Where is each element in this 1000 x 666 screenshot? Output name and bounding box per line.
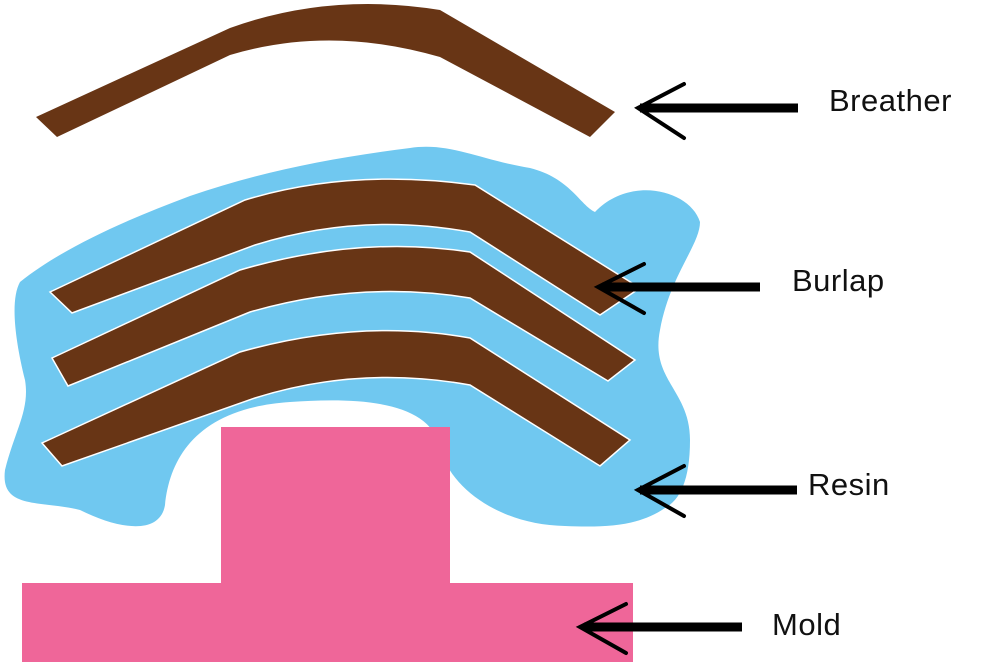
- breather-label: Breather: [829, 83, 952, 118]
- mold-shape: [22, 427, 633, 662]
- mold-label: Mold: [772, 607, 841, 642]
- breather-arrow: [634, 82, 798, 140]
- breather-layer: [36, 4, 615, 137]
- resin-arrow: [633, 464, 797, 518]
- burlap-layer-bottom: [40, 329, 632, 467]
- burlap-layer-middle: [50, 245, 637, 387]
- mold-arrow: [575, 602, 742, 655]
- burlap-arrow: [593, 262, 760, 315]
- burlap-label: Burlap: [792, 263, 885, 298]
- resin-label: Resin: [808, 467, 890, 502]
